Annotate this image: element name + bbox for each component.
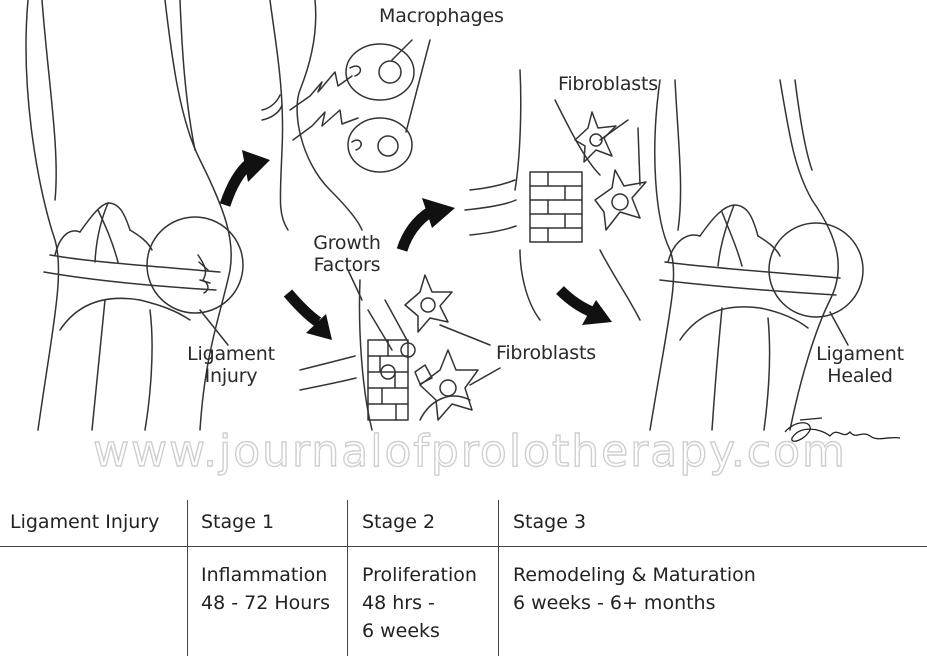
stage-3-description: Remodeling & Maturation 6 weeks - 6+ mon… bbox=[513, 561, 756, 617]
ligament-healed-line2: Healed bbox=[827, 365, 893, 387]
fibroblast-panel-bottom bbox=[299, 274, 501, 431]
arrow-to-inflammation bbox=[219, 150, 270, 207]
macrophage-panel bbox=[261, 0, 431, 231]
ligament-injury-line1: Ligament bbox=[187, 343, 275, 365]
stage-1-description: Inflammation 48 - 72 Hours bbox=[201, 561, 330, 617]
header-ligament-injury: Ligament Injury bbox=[10, 511, 160, 533]
fibroblasts-mid-label: Fibroblasts bbox=[496, 342, 596, 364]
stage-3-duration: 6 weeks - 6+ months bbox=[513, 592, 716, 614]
arrow-to-proliferation bbox=[283, 289, 332, 340]
stage-1-duration: 48 - 72 Hours bbox=[201, 592, 330, 614]
header-stage-1: Stage 1 bbox=[201, 511, 275, 533]
header-stage-2: Stage 2 bbox=[362, 511, 436, 533]
injury-circle bbox=[146, 216, 244, 314]
arrow-to-fibroblasts bbox=[396, 198, 455, 252]
ligament-healed-label: Ligament Healed bbox=[810, 343, 910, 387]
header-stage-3: Stage 3 bbox=[513, 511, 587, 533]
fibroblasts-top-label: Fibroblasts bbox=[558, 73, 658, 95]
stage-1-phase: Inflammation bbox=[201, 564, 328, 586]
stage-2-phase: Proliferation bbox=[362, 564, 477, 586]
ligament-injury-line2: Injury bbox=[204, 365, 258, 387]
table-header-rule bbox=[0, 546, 927, 548]
fibroblast-panel-top bbox=[464, 69, 647, 321]
growth-factors-line1: Growth bbox=[313, 232, 381, 254]
stage-2-duration-end: 6 weeks bbox=[362, 620, 440, 642]
stage-2-description: Proliferation 48 hrs - 6 weeks bbox=[362, 561, 477, 645]
healed-knee bbox=[649, 79, 841, 431]
stage-3-phase: Remodeling & Maturation bbox=[513, 564, 756, 586]
diagram-art bbox=[25, 0, 901, 442]
ligament-healed-line1: Ligament bbox=[816, 343, 904, 365]
watermark: www.journalofprolotherapy.com bbox=[92, 425, 847, 477]
injured-knee bbox=[25, 0, 232, 431]
ligament-injury-label: Ligament Injury bbox=[183, 343, 279, 387]
process-arrows bbox=[219, 150, 612, 340]
healing-diagram: Macrophages Fibroblasts Growth Factors F… bbox=[25, 0, 910, 478]
macrophages-label: Macrophages bbox=[379, 5, 504, 27]
table-divider bbox=[347, 500, 349, 656]
table-divider bbox=[187, 500, 189, 656]
healed-circle bbox=[768, 222, 864, 318]
table-divider bbox=[498, 500, 500, 656]
arrow-to-healed bbox=[556, 286, 612, 325]
growth-factors-label: Growth Factors bbox=[307, 232, 387, 276]
stages-table: Ligament Injury Stage 1 Stage 2 Stage 3 … bbox=[0, 500, 927, 656]
artist-signature bbox=[784, 417, 901, 442]
growth-factors-line2: Factors bbox=[313, 254, 381, 276]
stage-2-duration-start: 48 hrs - bbox=[362, 592, 435, 614]
